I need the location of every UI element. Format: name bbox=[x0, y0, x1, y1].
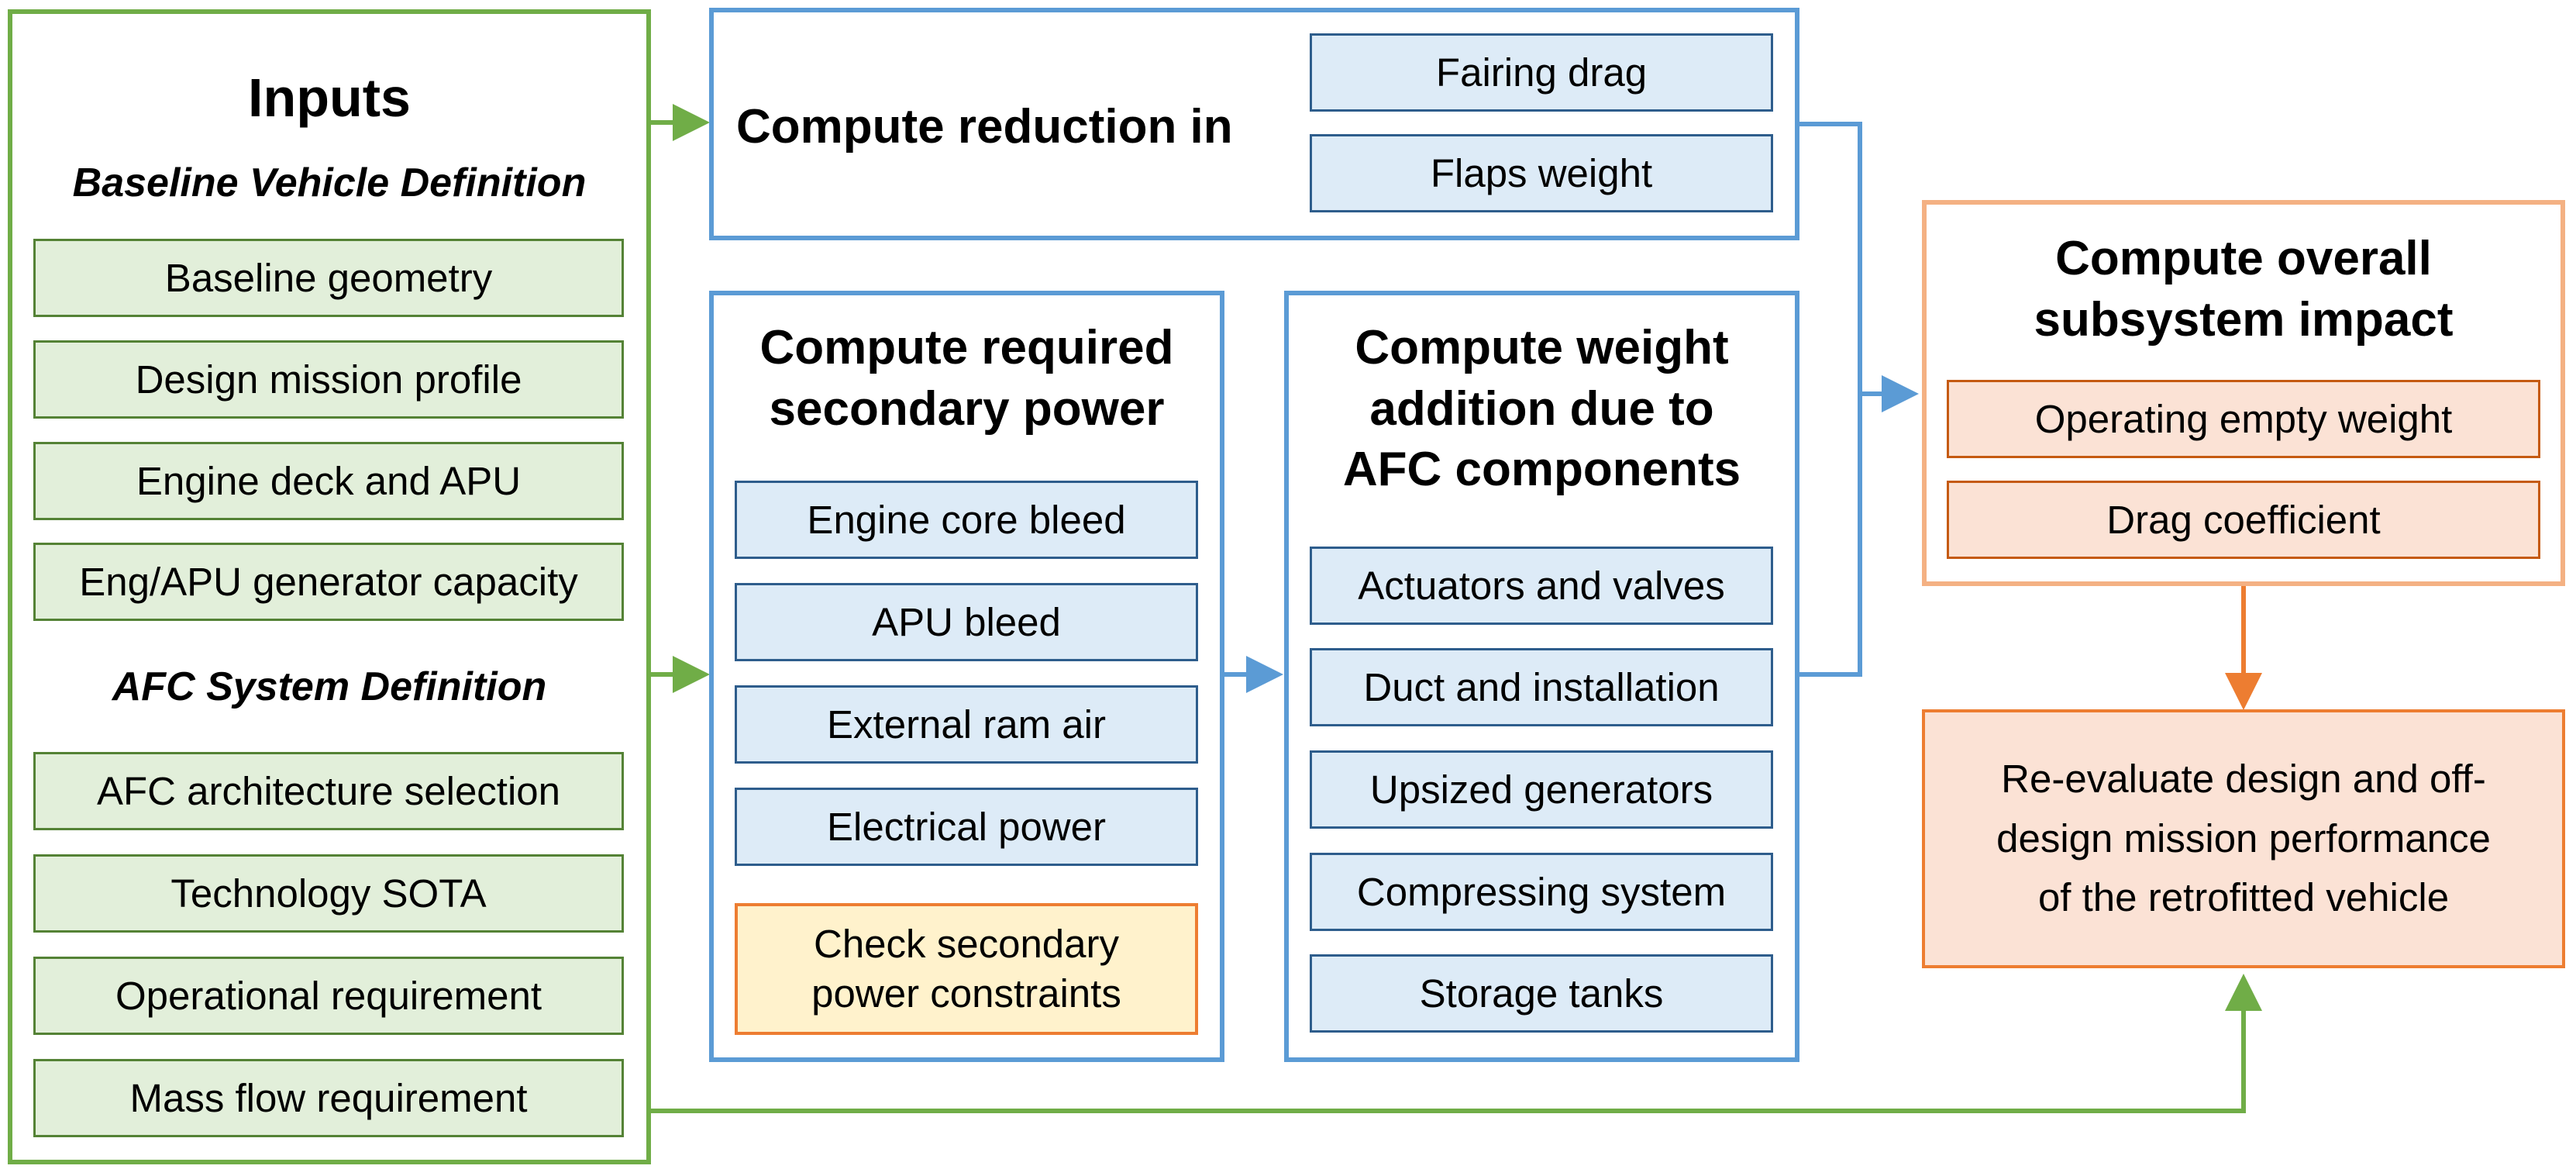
input-baseline-geometry: Baseline geometry bbox=[33, 239, 624, 317]
reevaluate-panel bbox=[1922, 709, 2565, 968]
input-mass-flow-requirement: Mass flow requirement bbox=[33, 1059, 624, 1137]
input-operational-requirement: Operational requirement bbox=[33, 957, 624, 1035]
power-engine-core-bleed: Engine core bleed bbox=[735, 481, 1198, 559]
afc-system-heading: AFC System Definition bbox=[112, 664, 547, 709]
arrow-inputs-to-reevaluate bbox=[651, 974, 2262, 1113]
overall-impact-title-line-2: subsystem impact bbox=[2034, 292, 2454, 347]
reduction-title: Compute reduction in bbox=[736, 100, 1233, 153]
weight-addition-title: Compute weight addition due to AFC compo… bbox=[1284, 318, 1799, 501]
reduction-fairing-drag: Fairing drag bbox=[1310, 33, 1773, 112]
overall-impact-title-line-1: Compute overall bbox=[2055, 232, 2432, 285]
weight-storage-tanks: Storage tanks bbox=[1310, 954, 1773, 1033]
weight-actuators-valves: Actuators and valves bbox=[1310, 547, 1773, 625]
input-afc-architecture: AFC architecture selection bbox=[33, 752, 624, 830]
weight-addition-title-line-3: AFC components bbox=[1342, 443, 1741, 497]
power-external-ram-air: External ram air bbox=[735, 685, 1198, 764]
check-power-line-2: power constraints bbox=[811, 971, 1121, 1016]
weight-addition-title-line-2: addition due to bbox=[1369, 381, 1714, 436]
impact-operating-empty-weight: Operating empty weight bbox=[1947, 380, 2540, 458]
reevaluate-line-1: Re-evaluate design and off- bbox=[2001, 757, 2486, 802]
input-engine-deck-apu: Engine deck and APU bbox=[33, 442, 624, 520]
reduction-flaps-weight: Flaps weight bbox=[1310, 134, 1773, 212]
power-apu-bleed: APU bleed bbox=[735, 583, 1198, 661]
baseline-vehicle-heading: Baseline Vehicle Definition bbox=[72, 160, 587, 205]
power-electrical: Electrical power bbox=[735, 788, 1198, 866]
reevaluate-line-3: of the retrofitted vehicle bbox=[2037, 875, 2450, 920]
overall-impact-title: Compute overall subsystem impact bbox=[1922, 229, 2565, 350]
weight-addition-title-line-1: Compute weight bbox=[1355, 321, 1729, 374]
check-power-constraints: Check secondary power constraints bbox=[735, 903, 1198, 1035]
reevaluate-text: Re-evaluate design and off- design missi… bbox=[1922, 709, 2565, 968]
inputs-title: Inputs bbox=[248, 67, 411, 128]
weight-compressing-system: Compressing system bbox=[1310, 853, 1773, 931]
secondary-power-title: Compute required secondary power bbox=[709, 318, 1224, 440]
secondary-power-title-line-2: secondary power bbox=[769, 381, 1165, 436]
reevaluate-line-2: design mission performance bbox=[1996, 816, 2491, 860]
weight-upsized-generators: Upsized generators bbox=[1310, 750, 1773, 829]
input-design-mission-profile: Design mission profile bbox=[33, 340, 624, 419]
impact-drag-coefficient: Drag coefficient bbox=[1947, 481, 2540, 559]
input-generator-capacity: Eng/APU generator capacity bbox=[33, 543, 624, 621]
check-power-line-1: Check secondary bbox=[813, 922, 1120, 967]
weight-duct-installation: Duct and installation bbox=[1310, 648, 1773, 726]
input-technology-sota: Technology SOTA bbox=[33, 854, 624, 933]
connector-reduction-to-impact bbox=[1799, 122, 1862, 677]
secondary-power-title-line-1: Compute required bbox=[759, 321, 1174, 374]
